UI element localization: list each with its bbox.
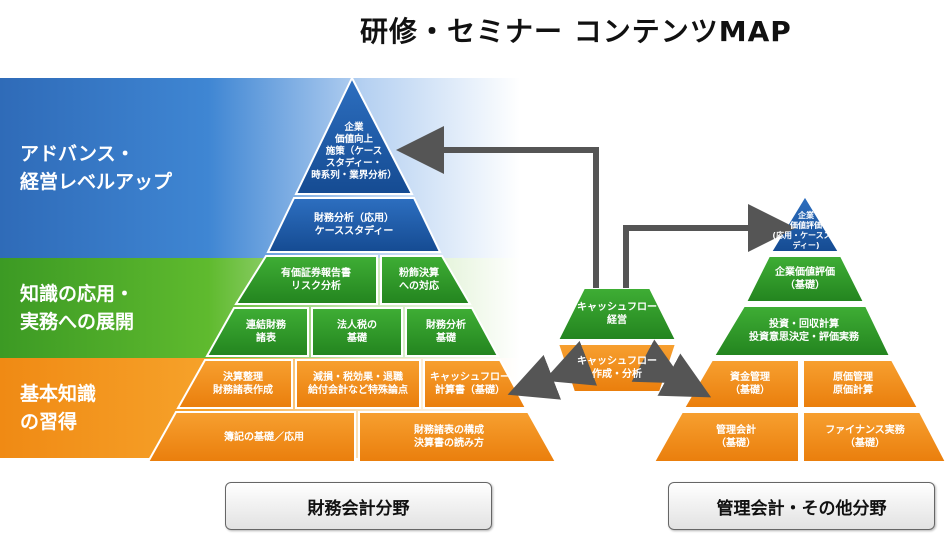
finance-closing-label: 決算整理 財務諸表作成	[213, 372, 273, 396]
finance-securities-label: 有価証券報告書 リスク分析	[281, 268, 351, 292]
cashflow-management-label: キャッシュフロー 経営	[577, 302, 657, 326]
finance-analysis-applied-block[interactable]	[266, 197, 442, 253]
finance-cashflow-statement-block[interactable]	[423, 359, 528, 409]
arrow-cashflow-to-mgmt-apex	[623, 204, 796, 288]
finance-consolidated-label: 連結財務 諸表	[246, 320, 286, 344]
finance-statement-structure-block[interactable]	[358, 411, 558, 463]
finance-corporate-tax-label: 法人税の 基礎	[337, 320, 377, 344]
mgmt-valuation-basic-label: 企業価値評価 （基礎）	[775, 267, 835, 291]
finance-depreciation-block[interactable]	[295, 359, 421, 409]
management-pyramid	[652, 194, 948, 463]
band-basic-label: 基本知識 の習得	[20, 383, 97, 433]
finance-statement-structure-label: 財務諸表の構成 決算書の読み方	[414, 425, 484, 449]
mgmt-valuation-basic-block[interactable]	[744, 255, 866, 303]
finance-analysis-basic-label: 財務分析 基礎	[426, 320, 466, 344]
band-applied-label: 知識の応用・ 実務への展開	[20, 283, 135, 333]
management-field-button[interactable]: 管理会計・その他分野	[668, 482, 935, 530]
finance-apex-label: 企業 価値向上 施策（ケース スタディー・ 時系列・業界分析）	[311, 122, 397, 181]
finance-pyramid	[146, 75, 558, 463]
finance-window-dressing-label: 粉飾決算 への対応	[399, 268, 439, 292]
mgmt-cost-label: 原価管理 原価計算	[833, 372, 873, 396]
mgmt-investment-label: 投資・回収計算 投資意思決定・評価実務	[749, 319, 859, 343]
mgmt-cost-block[interactable]	[802, 359, 920, 409]
mgmt-accounting-label: 管理会計 （基礎）	[716, 425, 756, 449]
page-title: 研修・セミナー コンテンツMAP	[360, 15, 792, 48]
arrow-cashflow-to-finance-basic	[507, 340, 598, 400]
finance-consolidated-block[interactable]	[205, 307, 309, 357]
connector-arrows	[396, 126, 796, 400]
finance-window-dressing-block[interactable]	[380, 255, 472, 305]
finance-securities-block[interactable]	[234, 255, 378, 305]
mgmt-finance-practice-block[interactable]	[802, 411, 948, 463]
finance-apex-block[interactable]	[294, 75, 414, 195]
finance-analysis-applied-label: 財務分析（応用） ケーススタディー	[314, 213, 394, 237]
mgmt-apex-label: 企業 価値評価 (応用・ケーススタディー)	[772, 211, 840, 250]
finance-cashflow-statement-label: キャッシュフロー 計算書（基礎）	[430, 372, 510, 396]
finance-bookkeeping-label: 簿記の基礎／応用	[224, 431, 304, 443]
mgmt-accounting-block[interactable]	[652, 411, 800, 463]
cashflow-creation-label: キャッシュフロー 作成・分析	[577, 356, 657, 380]
arrow-cashflow-to-mgmt-basic	[631, 339, 712, 398]
mgmt-funds-label: 資金管理 （基礎）	[730, 372, 770, 396]
finance-analysis-basic-block[interactable]	[405, 307, 500, 357]
finance-depreciation-label: 減損・税効果・退職 給付会計など特殊論点	[308, 372, 408, 396]
finance-corporate-tax-block[interactable]	[311, 307, 403, 357]
finance-closing-block[interactable]	[176, 359, 293, 409]
band-advanced-label: アドバンス・ 経営レベルアップ	[20, 143, 173, 193]
arrow-cashflow-to-finance-apex	[396, 126, 599, 288]
mgmt-investment-block[interactable]	[712, 305, 892, 357]
finance-field-button[interactable]: 財務会計分野	[225, 482, 492, 530]
finance-bookkeeping-block[interactable]	[146, 411, 356, 463]
mgmt-finance-practice-label: ファイナンス実務 （基礎）	[825, 425, 905, 449]
